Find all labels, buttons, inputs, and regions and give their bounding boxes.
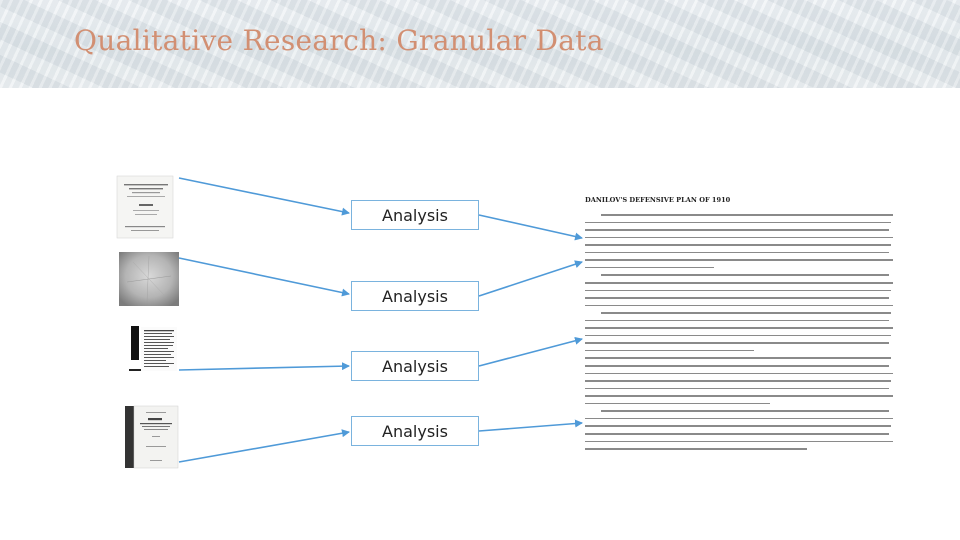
header-texture-overlay (0, 0, 960, 88)
text-line (585, 236, 893, 239)
printed-page-icon (129, 325, 179, 373)
text-line (585, 229, 889, 231)
text-line (601, 274, 889, 276)
text-line (585, 395, 893, 397)
text-line (585, 327, 893, 329)
text-line (585, 266, 715, 269)
text-line (585, 221, 891, 224)
analysis-label: Analysis (382, 421, 448, 441)
arrow-analysis-3-to-document (478, 336, 583, 367)
text-line (585, 259, 893, 261)
analysis-box-1: Analysis (351, 200, 479, 230)
text-line (585, 244, 891, 246)
text-line (585, 380, 891, 382)
text-line (585, 387, 889, 390)
arrow-analysis-4-to-document (478, 419, 583, 432)
arrow-source-4-to-analysis (178, 429, 350, 463)
text-line (585, 402, 770, 405)
text-line (585, 365, 889, 367)
text-line (585, 349, 755, 352)
text-line (585, 319, 889, 322)
text-line (585, 440, 893, 443)
text-line (585, 372, 893, 375)
text-line (585, 425, 891, 427)
text-line (585, 304, 893, 307)
text-line (585, 432, 889, 435)
arrow-analysis-2-to-document (478, 260, 583, 297)
header-texture (0, 0, 960, 88)
text-line (585, 251, 889, 254)
arrow-analysis-1-to-document (478, 214, 583, 241)
arrow-source-2-to-analysis (178, 257, 350, 297)
text-line (585, 417, 893, 420)
slide-title: Qualitative Research: Granular Data (74, 24, 604, 57)
text-line (585, 357, 891, 360)
text-line (601, 214, 893, 216)
analysis-label: Analysis (382, 205, 448, 225)
text-line (585, 281, 893, 284)
text-line (585, 297, 889, 299)
archive-document-icon (113, 170, 178, 244)
text-line (585, 334, 891, 337)
arrow-source-1-to-analysis (178, 177, 350, 216)
analysis-box-3: Analysis (351, 351, 479, 381)
analysis-box-4: Analysis (351, 416, 479, 446)
text-line (585, 448, 807, 450)
analysis-label: Analysis (382, 286, 448, 306)
document-page: DANILOV'S DEFENSIVE PLAN OF 1910 (583, 192, 895, 454)
analysis-label: Analysis (382, 356, 448, 376)
header-banner: Qualitative Research: Granular Data (0, 0, 960, 88)
document-heading: DANILOV'S DEFENSIVE PLAN OF 1910 (585, 196, 731, 204)
bound-report-icon (124, 404, 180, 470)
photographic-plate-icon (119, 252, 179, 306)
text-line (601, 312, 891, 314)
text-line (585, 342, 889, 344)
arrow-source-3-to-analysis (178, 362, 350, 371)
text-line (585, 289, 891, 292)
text-line (601, 410, 889, 412)
analysis-box-2: Analysis (351, 281, 479, 311)
